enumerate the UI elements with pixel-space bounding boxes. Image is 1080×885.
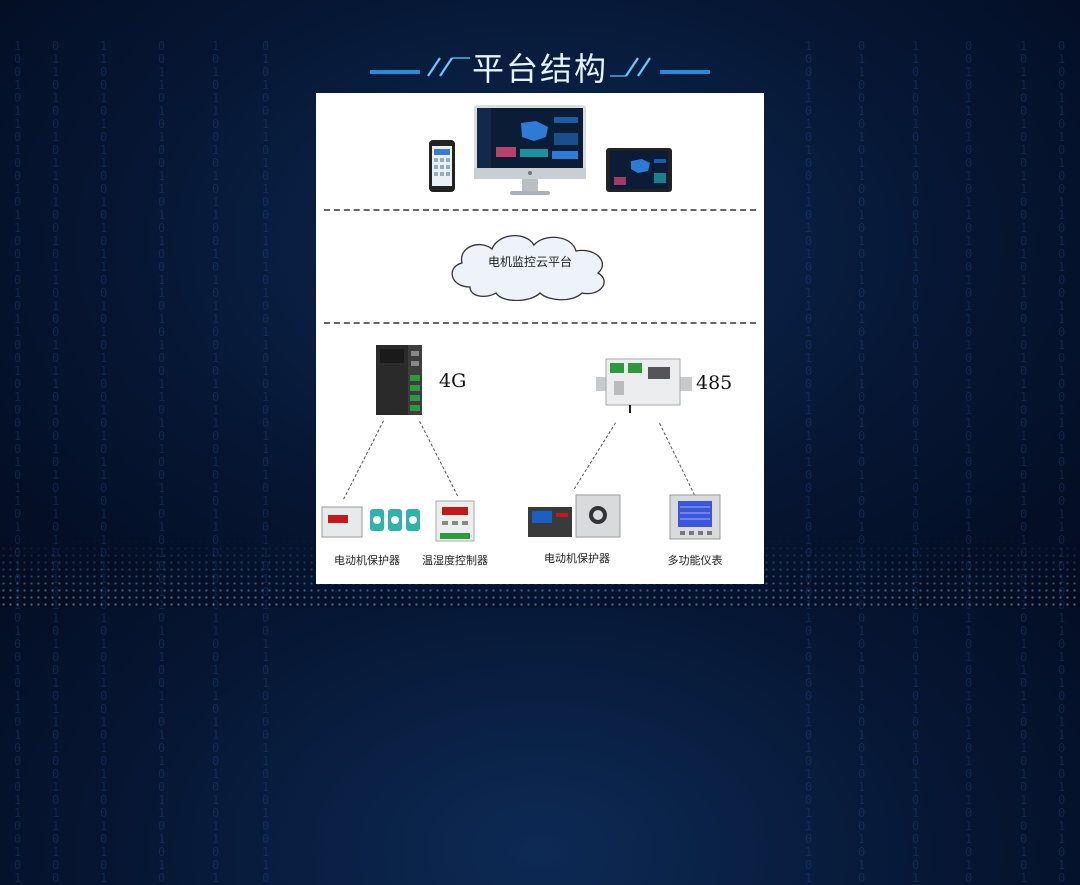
platform-structure-diagram: 电机监控云平台 4G 485 — [316, 93, 764, 584]
layer-divider — [324, 322, 756, 324]
multifunction-meter-device — [669, 494, 721, 540]
connection-line — [573, 422, 616, 490]
binary-decoration: 0010110100101101001011010010110100101101… — [965, 39, 973, 885]
binary-decoration: 0101001101010011010100110101001101010011… — [262, 39, 270, 885]
cloud-platform-icon — [451, 235, 605, 301]
device-label: 电动机保护器 — [334, 554, 400, 567]
motor-protector-device — [528, 494, 621, 538]
binary-decoration: 1001011010010110010101100101001010110100… — [14, 39, 22, 885]
binary-decoration: 1101001011010010110100101101001011010010… — [912, 39, 920, 885]
header-decoration — [90, 57, 990, 77]
client-devices-illustration — [429, 105, 672, 195]
connection-line — [659, 423, 696, 496]
485-gateway-device — [596, 358, 692, 413]
4g-gateway-device — [376, 345, 422, 415]
device-label: 温湿度控制器 — [422, 554, 488, 567]
device-label: 多功能仪表 — [667, 554, 723, 567]
desktop-monitor-icon — [474, 105, 586, 195]
layer-divider — [324, 209, 756, 211]
gateway-protocol-label: 4G — [439, 370, 467, 392]
connection-line — [343, 420, 384, 500]
motor-protector-device — [321, 506, 420, 538]
device-label: 电动机保护器 — [544, 552, 610, 565]
binary-decoration: 0100110101001101010011010100110101001101… — [1058, 39, 1066, 885]
cloud-platform-label: 电机监控云平台 — [487, 255, 572, 269]
smartphone-icon — [429, 140, 455, 192]
page-title: 平台结构 — [471, 50, 608, 88]
connection-line — [419, 421, 459, 497]
binary-decoration: 1010110010101100101011001010110010101100… — [212, 39, 220, 885]
gateway-protocol-label: 485 — [696, 372, 733, 394]
binary-decoration: 1011001010110010101100101011001010110010… — [1020, 39, 1028, 885]
tablet-icon — [606, 148, 672, 192]
temperature-humidity-controller-device — [435, 500, 475, 542]
